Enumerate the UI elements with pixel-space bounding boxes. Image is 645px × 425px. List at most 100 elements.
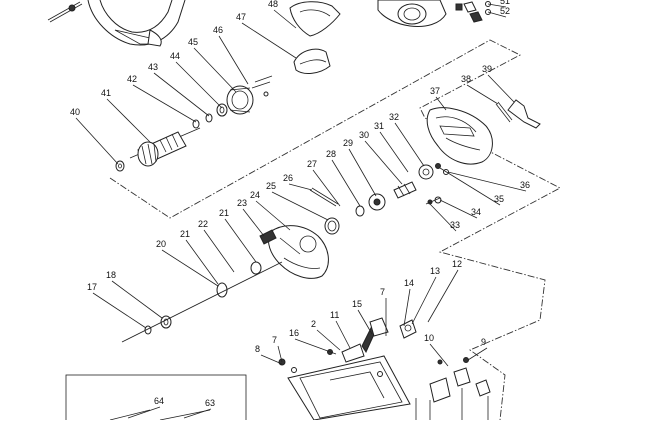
part-number-label: 24 bbox=[250, 190, 260, 200]
part-number-label: 23 bbox=[237, 198, 247, 208]
ring-25-part bbox=[324, 217, 340, 235]
part-number-label: 46 bbox=[213, 25, 223, 35]
brush-rod-part bbox=[251, 75, 273, 97]
part-number-label: 11 bbox=[330, 310, 339, 320]
leader-line bbox=[183, 408, 212, 419]
part-number-label: 34 bbox=[471, 207, 481, 217]
leader-line bbox=[260, 354, 283, 365]
part-number-label: 10 bbox=[424, 333, 434, 343]
part-number-label: 8 bbox=[255, 344, 260, 354]
armature-part bbox=[129, 127, 201, 167]
gear-29-part bbox=[368, 193, 386, 211]
part-number-label: 63 bbox=[205, 398, 215, 408]
leader-line bbox=[466, 84, 499, 105]
leader-line bbox=[435, 96, 447, 111]
part-number-label: 29 bbox=[343, 138, 353, 148]
part-number-label: 27 bbox=[307, 159, 317, 169]
leader-line bbox=[273, 9, 297, 29]
stator-part bbox=[226, 85, 254, 115]
leader-line bbox=[487, 3, 507, 8]
part-number-label: 43 bbox=[148, 62, 158, 72]
leader-line bbox=[364, 140, 403, 185]
part-number-label: 52 bbox=[500, 6, 510, 16]
leader-line bbox=[111, 280, 163, 319]
part-number-label: 25 bbox=[266, 181, 276, 191]
blade-guard-part bbox=[426, 107, 493, 165]
leader-line bbox=[331, 159, 361, 207]
part-number-label: 45 bbox=[188, 37, 198, 47]
part-number-label: 31 bbox=[374, 121, 384, 131]
leader-line bbox=[335, 320, 351, 349]
part-number-label: 2 bbox=[311, 319, 316, 329]
part-number-label: 37 bbox=[430, 86, 440, 96]
leader-line bbox=[429, 203, 457, 232]
leader-line bbox=[288, 183, 313, 191]
leader-line bbox=[316, 329, 341, 351]
part-number-label: 42 bbox=[127, 74, 137, 84]
part-number-label: 32 bbox=[389, 112, 399, 122]
shaft-30-part bbox=[393, 181, 417, 199]
leader-line bbox=[271, 191, 329, 221]
motor-housing-part bbox=[377, 0, 447, 27]
leader-line bbox=[255, 200, 291, 231]
leader-line bbox=[357, 309, 373, 335]
leader-line bbox=[75, 117, 119, 165]
part-number-label: 30 bbox=[359, 130, 369, 140]
part-number-label: 51 bbox=[500, 0, 510, 6]
leader-line bbox=[127, 406, 161, 419]
part-number-label: 36 bbox=[520, 180, 530, 190]
leader-line bbox=[487, 11, 507, 18]
base-plate-part bbox=[287, 355, 411, 421]
part-number-label: 16 bbox=[289, 328, 299, 338]
bearing-40-part bbox=[115, 160, 125, 172]
blade-shaft-axis bbox=[121, 261, 283, 343]
leader-line bbox=[411, 276, 437, 325]
part-number-label: 33 bbox=[450, 220, 460, 230]
leader-line bbox=[439, 167, 501, 206]
leader-line bbox=[379, 131, 409, 173]
leader-line bbox=[312, 169, 341, 207]
washer-28-part bbox=[355, 205, 365, 217]
switch-small-parts bbox=[455, 1, 491, 23]
pin-38-part bbox=[495, 101, 513, 123]
part-number-label: 26 bbox=[283, 173, 293, 183]
leader-line bbox=[348, 148, 377, 197]
leader-line bbox=[92, 292, 147, 329]
part-number-label: 21 bbox=[180, 229, 190, 239]
leader-line bbox=[106, 98, 151, 143]
leader-line bbox=[193, 47, 237, 93]
gear-32-part bbox=[418, 164, 434, 180]
part-number-label: 15 bbox=[352, 299, 362, 309]
leader-line bbox=[224, 218, 257, 263]
part-number-label: 22 bbox=[198, 219, 208, 229]
leader-line bbox=[447, 171, 527, 192]
ring-42-part bbox=[192, 119, 200, 129]
washer-21a-part bbox=[250, 261, 262, 275]
part-number-label: 12 bbox=[452, 259, 462, 269]
leader-line bbox=[403, 288, 411, 327]
leader-line bbox=[132, 84, 197, 123]
part-number-label: 28 bbox=[326, 149, 336, 159]
leader-line bbox=[161, 249, 219, 287]
leader-line bbox=[394, 122, 425, 167]
part-number-label: 40 bbox=[70, 107, 80, 117]
leader-line bbox=[427, 269, 459, 323]
leader-line bbox=[153, 72, 210, 117]
part-number-label: 64 bbox=[154, 396, 164, 406]
leader-line bbox=[487, 74, 515, 103]
leader-line bbox=[218, 35, 249, 85]
leader-line bbox=[277, 345, 283, 363]
bearing-44-part bbox=[216, 103, 228, 117]
leader-line bbox=[294, 338, 337, 355]
depth-lever-part bbox=[369, 317, 417, 339]
leader-line bbox=[439, 199, 478, 219]
assembly-boundary-line bbox=[109, 39, 561, 421]
part-number-label: 18 bbox=[106, 270, 116, 280]
part-number-label: 9 bbox=[481, 337, 486, 347]
saw-blade-part bbox=[87, 0, 186, 47]
screw-23-part bbox=[259, 229, 277, 245]
leader-line bbox=[242, 208, 265, 237]
part-number-label: 48 bbox=[268, 0, 278, 9]
part-number-label: 14 bbox=[404, 278, 414, 288]
